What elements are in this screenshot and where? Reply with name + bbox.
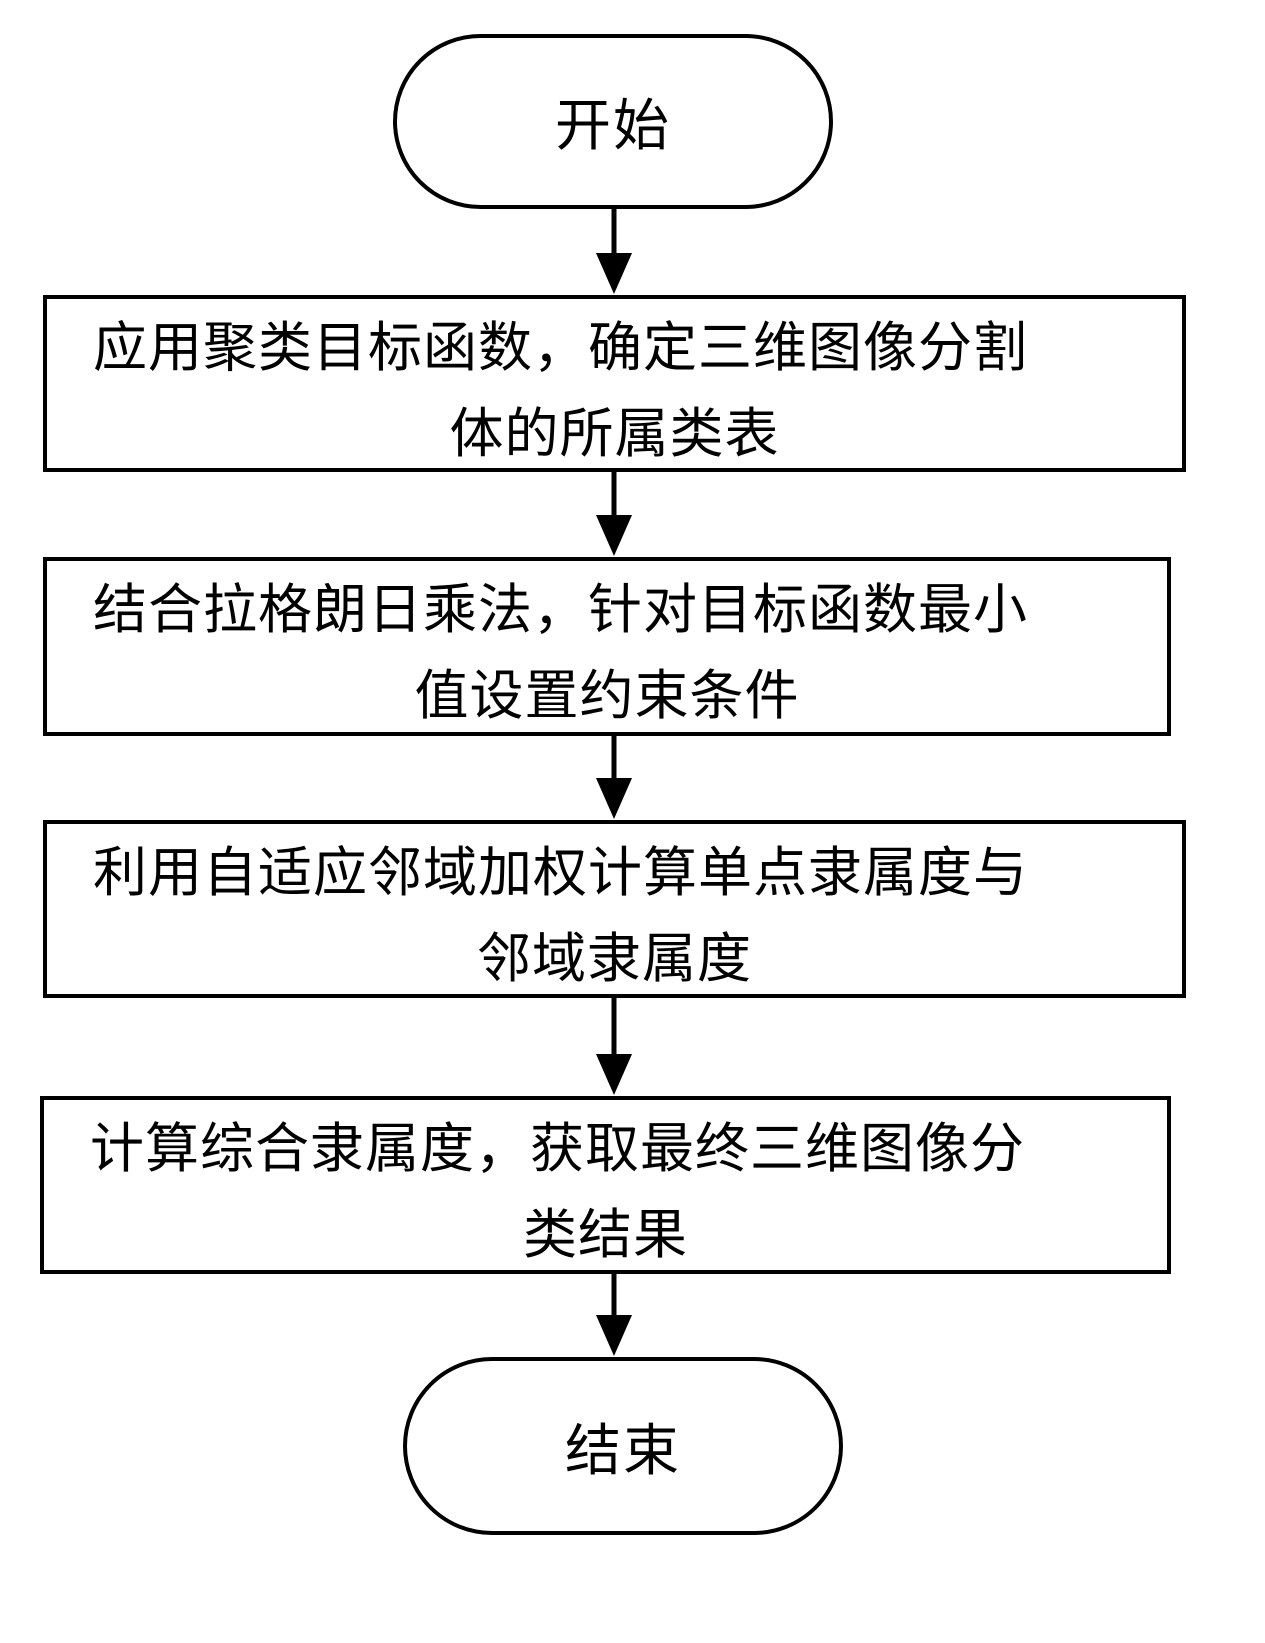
step-1-line-2: 体的所属类表: [449, 402, 780, 465]
step-2-box: 结合拉格朗日乘法，针对目标函数最小 值设置约束条件: [43, 557, 1171, 736]
step-4-line-2: 类结果: [523, 1203, 688, 1266]
step-2-line-2: 值设置约束条件: [414, 664, 800, 727]
arrowhead-5: [596, 1315, 632, 1356]
step-3-line-2: 邻域隶属度: [477, 927, 752, 990]
start-node: 开始: [393, 34, 833, 209]
step-4-line-1: 计算综合隶属度，获取最终三维图像分: [90, 1117, 1025, 1180]
end-node: 结束: [403, 1357, 843, 1535]
arrowhead-1: [596, 253, 632, 294]
step-2-line-1: 结合拉格朗日乘法，针对目标函数最小: [93, 578, 1028, 641]
step-4-box: 计算综合隶属度，获取最终三维图像分 类结果: [40, 1096, 1171, 1274]
start-label: 开始: [555, 94, 671, 159]
step-1-box: 应用聚类目标函数，确定三维图像分割 体的所属类表: [43, 295, 1186, 472]
end-label: 结束: [565, 1418, 681, 1484]
arrowhead-3: [596, 778, 632, 819]
step-3-box: 利用自适应邻域加权计算单点隶属度与 邻域隶属度: [43, 820, 1186, 998]
step-3-line-1: 利用自适应邻域加权计算单点隶属度与: [93, 841, 1028, 904]
step-1-line-1: 应用聚类目标函数，确定三维图像分割: [93, 316, 1028, 379]
arrowhead-4: [596, 1054, 632, 1095]
arrowhead-2: [596, 515, 632, 556]
